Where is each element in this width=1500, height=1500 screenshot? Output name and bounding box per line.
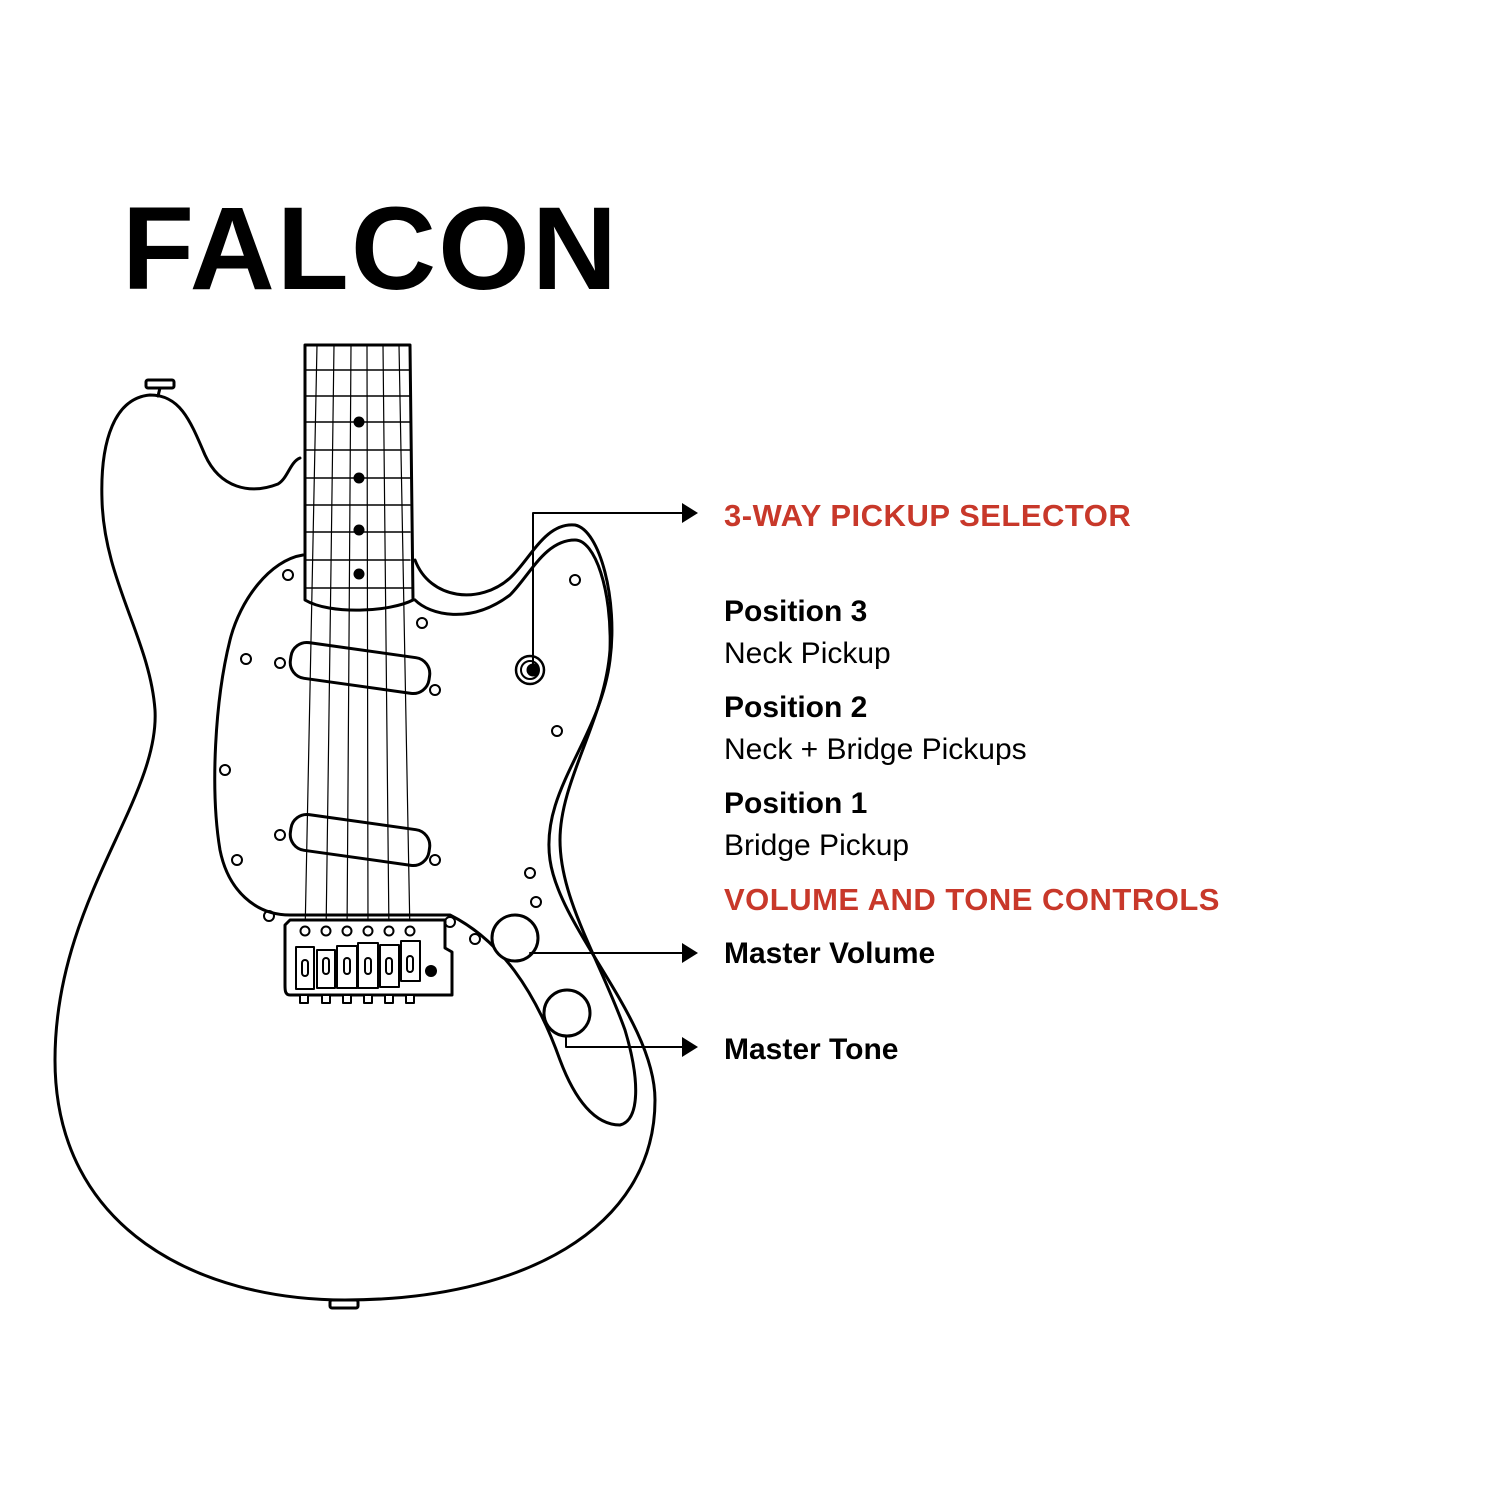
pickup-selector-switch — [514, 654, 546, 686]
arrow-selector-icon — [682, 503, 698, 523]
neck-pickup — [288, 641, 432, 695]
bridge — [283, 918, 454, 1004]
pickguard — [213, 538, 638, 1127]
guitar-body — [53, 393, 657, 1302]
position-3-label: Position 3 — [724, 595, 868, 628]
arrow-volume-icon — [682, 943, 698, 963]
pickup-selector-heading: 3-WAY PICKUP SELECTOR — [724, 498, 1132, 533]
master-tone-label: Master Tone — [724, 1033, 899, 1066]
position-1-label: Position 1 — [724, 787, 868, 820]
fret-markers — [353, 416, 365, 580]
controls-heading: VOLUME AND TONE CONTROLS — [724, 882, 1220, 917]
callout-arrows — [529, 512, 683, 1048]
position-2-desc: Neck + Bridge Pickups — [724, 733, 1027, 766]
tone-knob — [542, 988, 592, 1038]
strings — [304, 344, 411, 936]
position-2-label: Position 2 — [724, 691, 868, 724]
pickguard-screws — [219, 569, 581, 945]
page-title: FALCON — [122, 183, 620, 315]
position-1-desc: Bridge Pickup — [724, 829, 910, 862]
bridge-pickup — [288, 813, 432, 867]
master-volume-label: Master Volume — [724, 937, 936, 970]
strap-button-bottom — [328, 1298, 360, 1310]
arrow-tone-icon — [682, 1037, 698, 1057]
position-3-desc: Neck Pickup — [724, 637, 891, 670]
volume-knob — [490, 913, 540, 963]
